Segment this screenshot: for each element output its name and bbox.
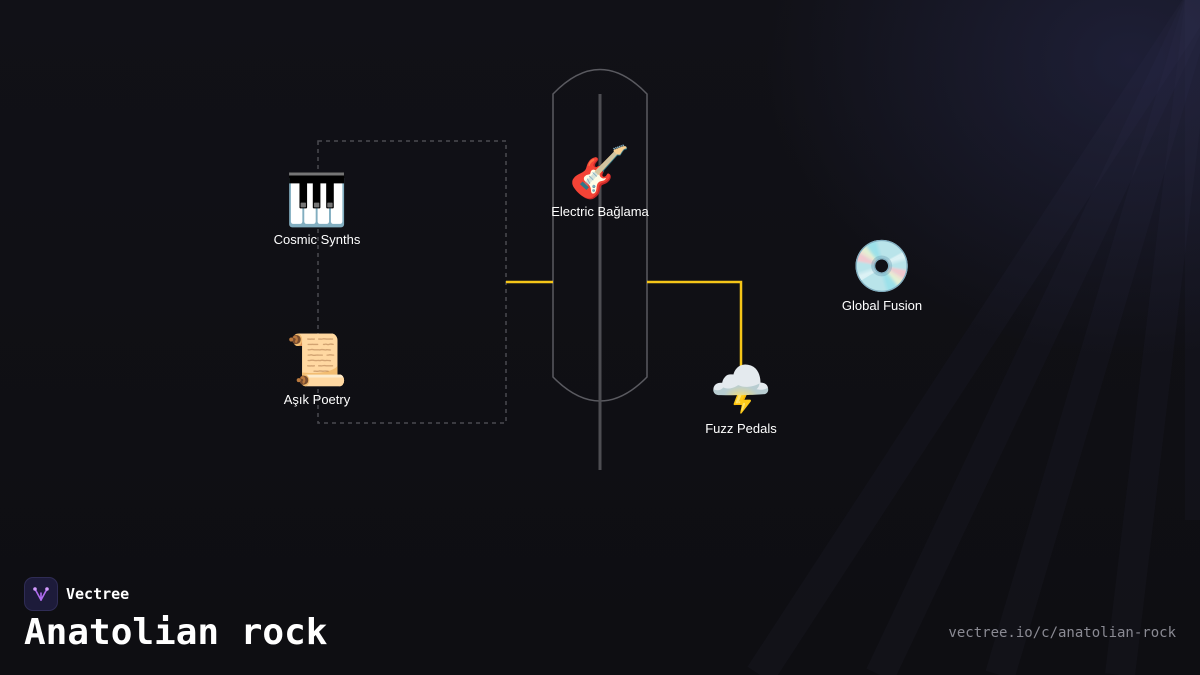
node-label: Cosmic Synths (273, 232, 361, 247)
capsule-outline (552, 68, 648, 402)
electric-guitar-icon: 🎸 (568, 143, 632, 201)
optical-disc-icon: 💿 (850, 237, 914, 295)
page-url[interactable]: vectree.io/c/anatolian-rock (948, 625, 1176, 641)
node-label: Global Fusion (841, 298, 923, 313)
piano-keys-icon: 🎹 (285, 171, 349, 229)
brand-name: Vectree (66, 585, 130, 603)
node-fuzz-pedals[interactable]: 🌩️ Fuzz Pedals (705, 359, 777, 437)
node-label: Fuzz Pedals (705, 421, 777, 436)
vectree-logo-icon (24, 577, 58, 611)
connector-fuzz-pedals (647, 280, 743, 370)
page-title: Anatolian rock (24, 612, 328, 653)
node-asik-poetry[interactable]: 📜 Aşık Poetry (284, 330, 350, 408)
node-label: Aşık Poetry (283, 392, 351, 407)
node-cosmic-synths[interactable]: 🎹 Cosmic Synths (274, 170, 361, 248)
storm-cloud-lightning-icon: 🌩️ (709, 360, 773, 418)
node-electric-baglama[interactable]: 🎸 Electric Bağlama (551, 142, 649, 220)
scroll-icon: 📜 (285, 331, 349, 389)
brand[interactable]: Vectree (24, 577, 129, 611)
node-label: Electric Bağlama (551, 204, 649, 219)
node-global-fusion[interactable]: 💿 Global Fusion (842, 236, 922, 314)
